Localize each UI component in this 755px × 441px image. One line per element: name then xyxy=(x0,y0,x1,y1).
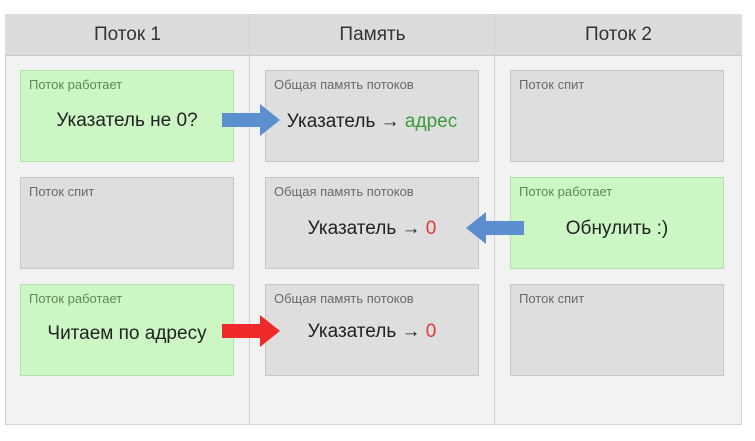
memory-state-label: Общая память потоков xyxy=(274,77,414,92)
reset-pointer-arrow-icon xyxy=(466,212,524,244)
column-header-memory: Память xyxy=(250,14,495,56)
pointer-value: адрес xyxy=(404,111,458,132)
pointer-row: Указатель → 0 xyxy=(266,321,478,343)
pointer-value: 0 xyxy=(425,321,437,342)
memory-step3-box: Общая память потоков Указатель → 0 xyxy=(265,284,479,376)
thread-state-label: Поток спит xyxy=(519,291,585,306)
red-arrow-shape xyxy=(222,315,280,347)
pointer-row: Указатель → 0 xyxy=(266,218,478,240)
blue-arrow-shape xyxy=(222,104,280,136)
memory-state-label: Общая память потоков xyxy=(274,184,414,199)
thread2-step3-box: Поток спит xyxy=(510,284,724,376)
thread1-step3-box: Поток работает Читаем по адресу xyxy=(20,284,234,376)
blue-arrow-shape xyxy=(466,212,524,244)
thread2-step1-box: Поток спит xyxy=(510,70,724,162)
pointer-label: Указатель xyxy=(286,111,376,132)
thread-state-label: Поток работает xyxy=(29,77,123,92)
thread1-step1-box: Поток работает Указатель не 0? xyxy=(20,70,234,162)
thread-state-label: Поток спит xyxy=(519,77,585,92)
pointer-arrow: → xyxy=(401,218,421,239)
thread-state-label: Поток работает xyxy=(519,184,613,199)
pointer-label: Указатель xyxy=(307,321,397,342)
check-pointer-arrow-icon xyxy=(222,104,280,136)
thread-state-label: Поток работает xyxy=(29,291,123,306)
pointer-row: Указатель → адрес xyxy=(266,111,478,133)
pointer-arrow: → xyxy=(401,321,421,342)
memory-step2-box: Общая память потоков Указатель → 0 xyxy=(265,177,479,269)
column-header-thread2: Поток 2 xyxy=(495,14,742,56)
pointer-arrow: → xyxy=(380,111,400,132)
column-divider xyxy=(494,14,495,425)
pointer-value: 0 xyxy=(425,218,437,239)
thread-action-text: Обнулить :) xyxy=(565,218,669,239)
memory-state-label: Общая память потоков xyxy=(274,291,414,306)
memory-step1-box: Общая память потоков Указатель → адрес xyxy=(265,70,479,162)
thread-action-text: Указатель не 0? xyxy=(56,110,198,131)
thread-state-label: Поток спит xyxy=(29,184,95,199)
pointer-label: Указатель xyxy=(307,218,397,239)
thread1-step2-box: Поток спит xyxy=(20,177,234,269)
column-header-thread1: Поток 1 xyxy=(5,14,250,56)
thread-action-text: Читаем по адресу xyxy=(47,323,207,344)
thread2-step2-box: Поток работает Обнулить :) xyxy=(510,177,724,269)
column-divider xyxy=(249,14,250,425)
read-address-arrow-icon xyxy=(222,315,280,347)
